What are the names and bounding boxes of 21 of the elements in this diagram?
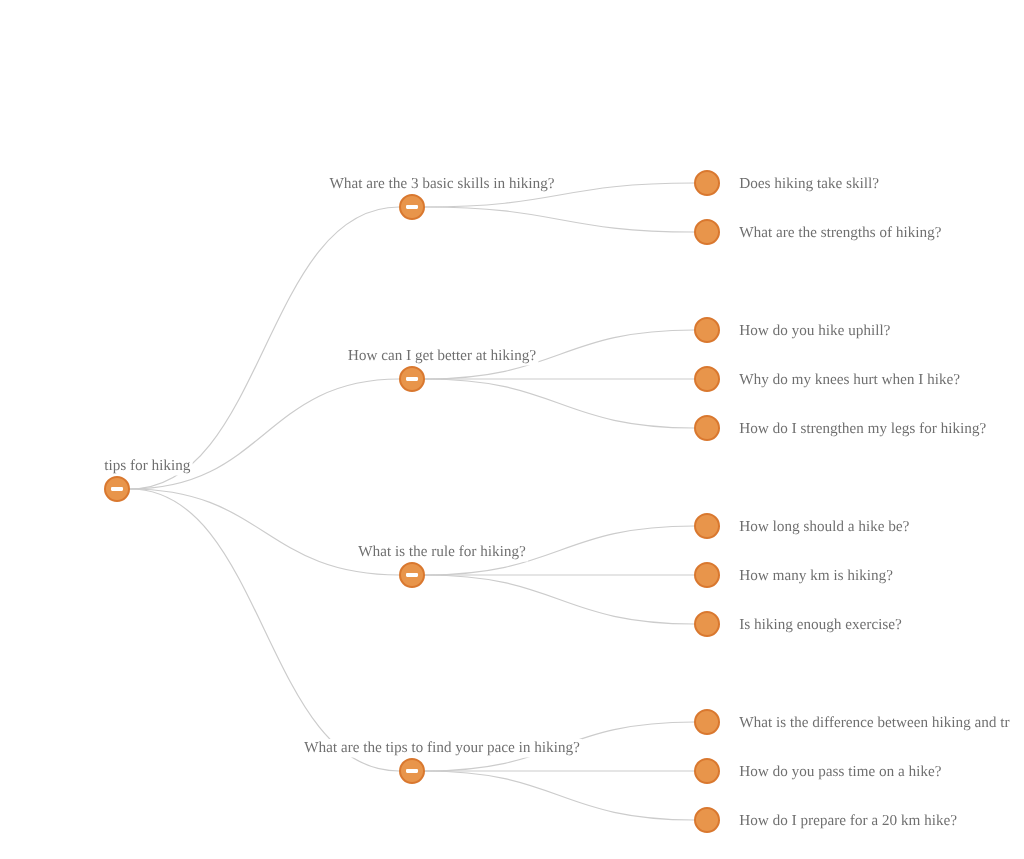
node-label: What are the 3 basic skills in hiking? — [329, 177, 554, 192]
connector-line — [129, 488, 400, 772]
node-label: Does hiking take skill? — [739, 177, 879, 192]
node-label: Is hiking enough exercise? — [739, 618, 902, 633]
connector-line — [424, 770, 695, 821]
node-label: How can I get better at hiking? — [348, 349, 536, 364]
node-label: tips for hiking — [104, 459, 191, 474]
node-label: How long should a hike be? — [739, 520, 909, 535]
connector-line — [424, 378, 695, 429]
node-label: How do you hike uphill? — [739, 324, 890, 339]
node-label: How many km is hiking? — [739, 569, 893, 584]
node-label: Why do my knees hurt when I hike? — [739, 373, 960, 388]
node-label: What are the strengths of hiking? — [739, 226, 941, 241]
node-label: What are the tips to find your pace in hiking? — [304, 741, 580, 756]
node-label: How do I strengthen my legs for hiking? — [739, 422, 986, 437]
node-label: What is the difference between hiking and tr — [739, 716, 1010, 731]
node-label: What is the rule for hiking? — [358, 545, 526, 560]
connector-line — [424, 574, 695, 625]
connector-line — [424, 206, 695, 233]
node-label: How do I prepare for a 20 km hike? — [739, 814, 957, 829]
node-label: How do you pass time on a hike? — [739, 765, 941, 780]
